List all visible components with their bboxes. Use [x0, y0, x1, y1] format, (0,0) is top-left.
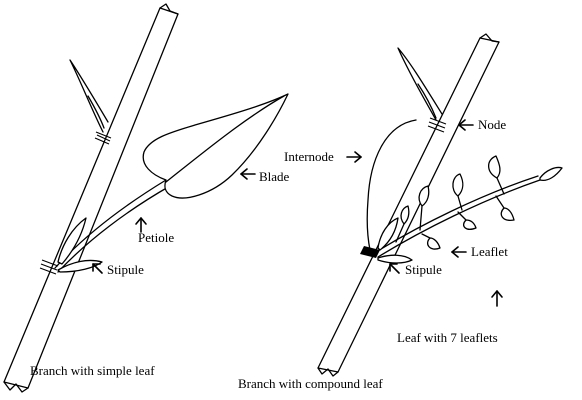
- simple-stipule-lower: [57, 259, 103, 273]
- caption-simple: Branch with simple leaf: [30, 363, 155, 378]
- leaflet: [400, 205, 410, 225]
- blade-arrow: [240, 168, 256, 180]
- leaflet: [418, 185, 430, 207]
- leaf-count-label: Leaf with 7 leaflets: [397, 330, 498, 345]
- compound-stem-top: [479, 33, 500, 43]
- blade-label: Blade: [259, 169, 290, 184]
- compound-stipule-lower: [377, 254, 413, 264]
- petiole-arrow: [135, 217, 147, 233]
- leaflet-arrow: [451, 246, 467, 258]
- stipule-left-label: Stipule: [107, 262, 144, 277]
- petiole: [54, 179, 167, 269]
- internode-curve: [366, 119, 417, 251]
- simple-stipule-upper: [57, 217, 87, 265]
- leaflet: [426, 237, 441, 250]
- leaflet-label: Leaflet: [471, 244, 508, 259]
- internode-label: Internode: [284, 149, 334, 164]
- simple-upper-bud: [69, 59, 109, 133]
- compound-node: [427, 117, 447, 133]
- node-arrow: [458, 119, 474, 131]
- simple-stem-bottom: [3, 381, 29, 393]
- internode-arrow: [346, 151, 362, 163]
- leaflet: [487, 155, 501, 179]
- simple-stem: [3, 7, 179, 389]
- compound-upper-bud: [397, 47, 443, 121]
- simple-lower-node: [39, 259, 59, 275]
- simple-stem-top: [159, 3, 179, 15]
- caption-compound: Branch with compound leaf: [238, 376, 383, 391]
- compound-stipule-upper: [377, 217, 399, 251]
- leaflets: [395, 155, 563, 250]
- leaflet: [539, 166, 563, 182]
- rachis: [375, 175, 539, 253]
- node-label: Node: [478, 117, 506, 132]
- compound-stem-bottom: [317, 367, 339, 377]
- stipule-left-arrow: [92, 263, 103, 274]
- leaf-count-arrow: [491, 290, 503, 307]
- compound-lower-node: [360, 246, 380, 258]
- stipule-right-label: Stipule: [405, 262, 442, 277]
- compound-stem: [317, 37, 500, 373]
- leaflet: [452, 173, 464, 197]
- petiole-label: Petiole: [138, 230, 174, 245]
- stipule-right-arrow: [389, 263, 400, 274]
- simple-leaf-branch: [3, 3, 289, 393]
- leaflet: [462, 219, 477, 230]
- compound-leaf-branch: [317, 33, 563, 377]
- simple-upper-node: [94, 131, 112, 145]
- leaflet: [500, 207, 515, 221]
